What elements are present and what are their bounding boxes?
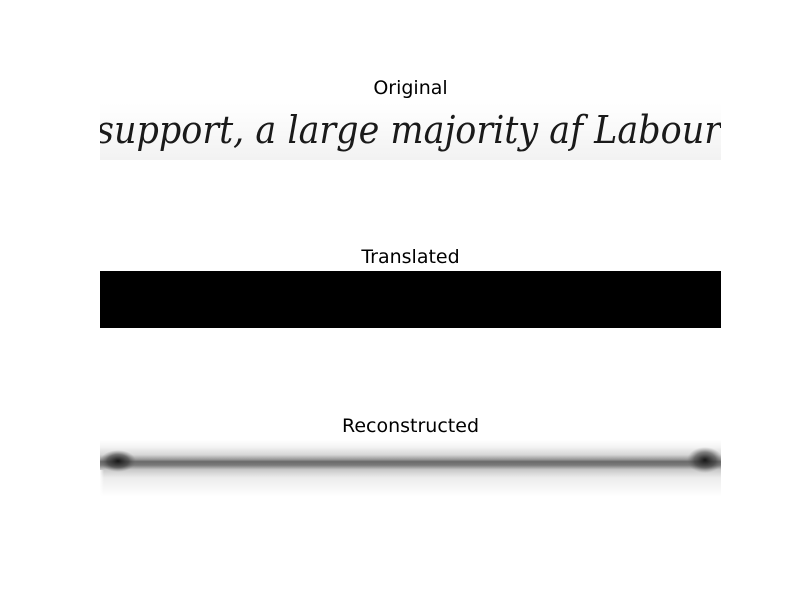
translated-title: Translated	[361, 246, 460, 268]
original-image: support, a large majority af Labour	[100, 103, 721, 160]
translated-image	[100, 271, 721, 328]
handwriting-text: support, a large majority af Labour	[100, 108, 721, 152]
reconstructed-stroke	[100, 440, 721, 497]
original-title: Original	[373, 77, 448, 99]
reconstructed-image	[100, 440, 721, 497]
handwriting-image: support, a large majority af Labour	[100, 103, 721, 160]
reconstructed-title: Reconstructed	[342, 415, 479, 437]
